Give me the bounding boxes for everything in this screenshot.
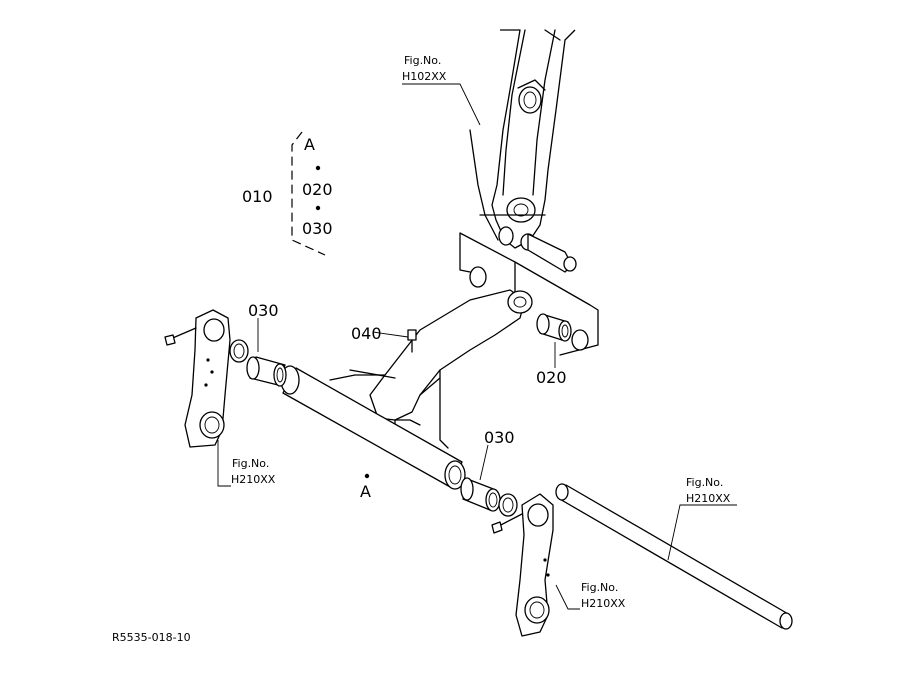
bushing-030-left bbox=[246, 356, 287, 387]
grease-040-label: 040 bbox=[351, 324, 382, 343]
washer-020 bbox=[571, 329, 589, 351]
callout-A-label: A bbox=[304, 135, 315, 154]
bushing-030-right bbox=[460, 477, 501, 512]
bushing-020-label: 020 bbox=[536, 368, 567, 387]
boom-arm bbox=[469, 29, 577, 273]
part-030-label: 030 bbox=[302, 219, 333, 238]
grease-nipple-040 bbox=[407, 329, 417, 353]
part-010-label: 010 bbox=[242, 187, 273, 206]
washer-upper bbox=[469, 266, 487, 288]
drawing-reference-number: R5535-018-10 bbox=[112, 631, 191, 644]
fig-ref-line2: H210XX bbox=[581, 597, 626, 610]
dot-separator bbox=[315, 205, 321, 211]
fig-ref-line1: Fig.No. bbox=[581, 581, 618, 594]
group-bracket bbox=[291, 131, 326, 256]
dot-separator bbox=[315, 165, 321, 171]
long-pin bbox=[555, 483, 793, 630]
bushing-020 bbox=[536, 313, 572, 342]
fig-ref-line1: Fig.No. bbox=[404, 54, 441, 67]
fig-ref-line1: Fig.No. bbox=[686, 476, 723, 489]
fig-ref-line2: H210XX bbox=[686, 492, 731, 505]
bracket-plate-right bbox=[491, 493, 554, 637]
washer-left bbox=[229, 339, 249, 363]
point-A-label: A bbox=[360, 482, 371, 501]
bushing-030-right-label: 030 bbox=[484, 428, 515, 447]
leader-lines bbox=[217, 83, 737, 610]
fig-ref-line2: H102XX bbox=[402, 70, 447, 83]
swing-bracket bbox=[329, 289, 533, 449]
fig-ref-line2: H210XX bbox=[231, 473, 276, 486]
main-tube bbox=[280, 365, 466, 490]
fig-ref-line1: Fig.No. bbox=[232, 457, 269, 470]
bushing-030-left-label: 030 bbox=[248, 301, 279, 320]
part-020-label: 020 bbox=[302, 180, 333, 199]
point-A-dot bbox=[364, 473, 370, 479]
bracket-plate-left bbox=[164, 309, 231, 448]
washer-right bbox=[498, 493, 518, 517]
